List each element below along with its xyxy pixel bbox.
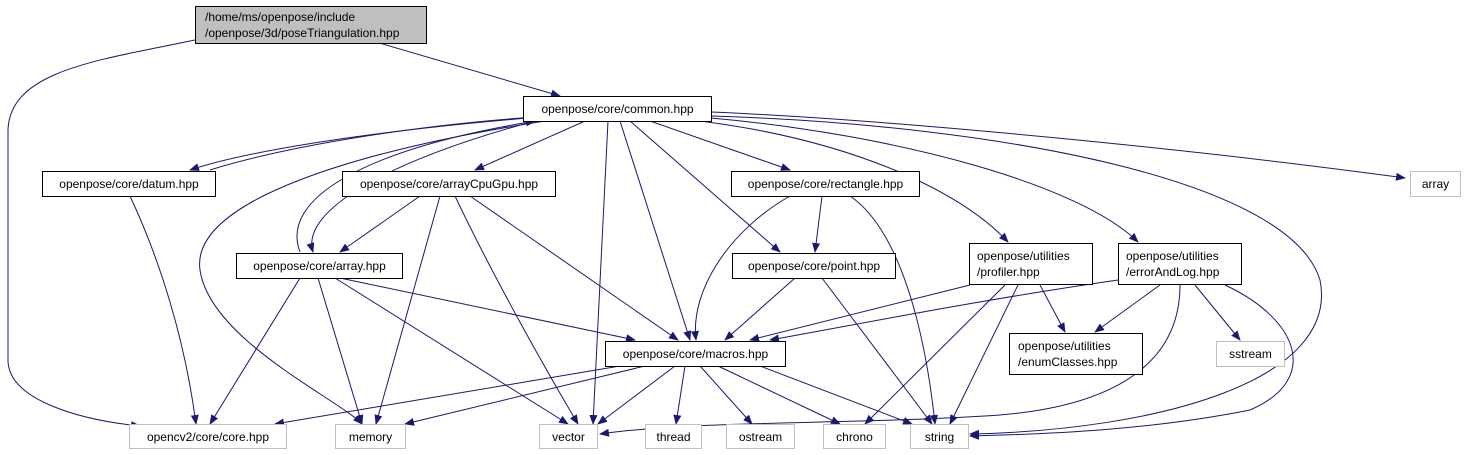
node-ostream[interactable]: ostream (726, 424, 795, 449)
edge-arrayhpp-opencv (209, 277, 301, 425)
node-label: thread (656, 430, 690, 444)
edge-errorandlog-macros (769, 279, 1119, 343)
node-label: string (925, 430, 954, 444)
edge-macros-memory (404, 365, 646, 426)
edge-arrayhpp-macros (339, 277, 636, 343)
edge-common-rectangle (649, 120, 791, 171)
edge-point-string (821, 277, 933, 425)
edge-errorandlog-enumclasses (1094, 284, 1161, 333)
node-vector[interactable]: vector (539, 424, 598, 449)
nodes: /home/ms/openpose/include /openpose/3d/p… (42, 6, 1461, 449)
node-string[interactable]: string (910, 424, 969, 449)
node-enumclasses-hpp[interactable]: openpose/utilities /enumClasses.hpp (1009, 333, 1143, 375)
edge-common-memory (199, 120, 546, 425)
node-array-hpp[interactable]: openpose/core/array.hpp (236, 253, 403, 279)
edge-profiler-enumclasses (1039, 284, 1066, 333)
edge-rectangle-point (812, 195, 823, 253)
edge-common-point (629, 120, 781, 253)
edge-arraycpugpu-macros (469, 195, 679, 341)
edge-common-arraycpugpu (474, 120, 586, 171)
edge-rectangle-string (849, 195, 939, 425)
edge-root-opencv (7, 39, 196, 430)
edge-errorandlog-string (969, 284, 1294, 440)
node-errorandlog-hpp[interactable]: openpose/utilities /errorAndLog.hpp (1118, 243, 1242, 285)
node-label: openpose/core/point.hpp (748, 259, 880, 273)
node-label: chrono (836, 430, 873, 444)
edge-arraycpugpu-arrayhpp (339, 195, 421, 253)
node-label: /enumClasses.hpp (1018, 355, 1118, 369)
edge-root-common (375, 41, 561, 98)
edge-common-macros (619, 120, 692, 341)
edge-rectangle-macros (690, 195, 791, 341)
edge-common-profiler (699, 120, 1009, 243)
node-label: vector (552, 430, 585, 444)
node-label: ostream (739, 430, 782, 444)
node-label: array (1422, 177, 1449, 191)
node-arraycpugpu-hpp[interactable]: openpose/core/arrayCpuGpu.hpp (342, 171, 556, 197)
node-datum-hpp[interactable]: openpose/core/datum.hpp (42, 171, 216, 197)
edge-datum-common (209, 113, 536, 171)
node-label: /profiler.hpp (977, 265, 1040, 279)
node-thread[interactable]: thread (645, 424, 702, 449)
node-array-std[interactable]: array (1410, 171, 1461, 197)
edge-macros-thread (673, 365, 686, 425)
edge-arrayhpp-vector (334, 277, 569, 425)
node-label: openpose/core/datum.hpp (59, 177, 199, 191)
edge-common-vector (589, 120, 609, 425)
node-label: memory (349, 430, 392, 444)
node-label: openpose/utilities (977, 249, 1070, 263)
node-label: openpose/core/arrayCpuGpu.hpp (360, 177, 538, 191)
node-label: /openpose/3d/poseTriangulation.hpp (205, 26, 400, 40)
node-label: /home/ms/openpose/include (205, 10, 355, 24)
edge-common-array-std (710, 111, 1406, 181)
node-label: openpose/core/common.hpp (541, 102, 693, 116)
node-chrono[interactable]: chrono (823, 424, 886, 449)
edge-macros-vector (597, 365, 676, 425)
edge-profiler-macros (749, 284, 971, 342)
edge-macros-ostream (699, 365, 753, 425)
node-opencv-core[interactable]: opencv2/core/core.hpp (129, 424, 287, 449)
edge-profiler-string (949, 284, 1019, 425)
node-label: openpose/utilities (1018, 339, 1111, 353)
edge-datum-opencv (129, 195, 199, 425)
node-pose-triangulation[interactable]: /home/ms/openpose/include /openpose/3d/p… (195, 6, 427, 44)
edge-common-datum (189, 116, 541, 171)
node-label: sstream (1229, 347, 1272, 361)
edge-macros-string (759, 365, 913, 425)
node-macros-hpp[interactable]: openpose/core/macros.hpp (605, 341, 786, 367)
edge-point-macros (724, 277, 796, 341)
edge-common-string (710, 115, 1323, 438)
node-memory[interactable]: memory (335, 424, 406, 449)
node-label: openpose/utilities (1126, 249, 1219, 263)
edge-arraycpugpu-vector (454, 195, 579, 425)
node-common-hpp[interactable]: openpose/core/common.hpp (523, 96, 712, 122)
edge-macros-opencv (274, 365, 621, 427)
node-profiler-hpp[interactable]: openpose/utilities /profiler.hpp (969, 243, 1093, 285)
edge-common-errorandlog (710, 117, 1139, 243)
edge-arrayhpp-memory (317, 277, 364, 425)
node-point-hpp[interactable]: openpose/core/point.hpp (732, 253, 896, 279)
node-rectangle-hpp[interactable]: openpose/core/rectangle.hpp (731, 171, 920, 197)
edge-macros-chrono (717, 365, 841, 425)
edge-arraycpugpu-memory (374, 195, 441, 425)
node-sstream[interactable]: sstream (1216, 341, 1285, 367)
node-label: /errorAndLog.hpp (1126, 265, 1220, 279)
node-label: opencv2/core/core.hpp (147, 430, 269, 444)
edge-errorandlog-sstream (1194, 284, 1241, 341)
edge-profiler-chrono (864, 284, 1006, 425)
node-label: openpose/core/array.hpp (253, 259, 386, 273)
node-label: openpose/core/macros.hpp (623, 347, 769, 361)
node-label: openpose/core/rectangle.hpp (748, 177, 904, 191)
